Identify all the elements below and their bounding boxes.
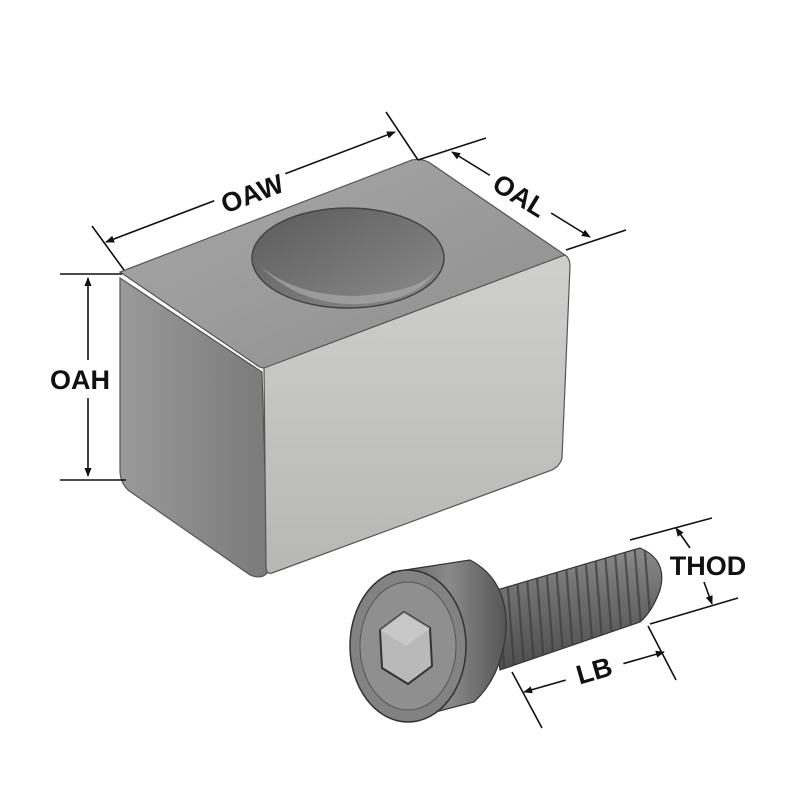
- dimension-thod: [629, 517, 739, 625]
- block-front-face: [263, 254, 571, 574]
- block-left-face: [119, 276, 269, 578]
- cap-screw: [349, 547, 663, 723]
- block-hole: [251, 207, 445, 309]
- block: [118, 158, 571, 578]
- thod-label: THOD: [670, 551, 747, 581]
- oah-label: OAH: [50, 365, 110, 395]
